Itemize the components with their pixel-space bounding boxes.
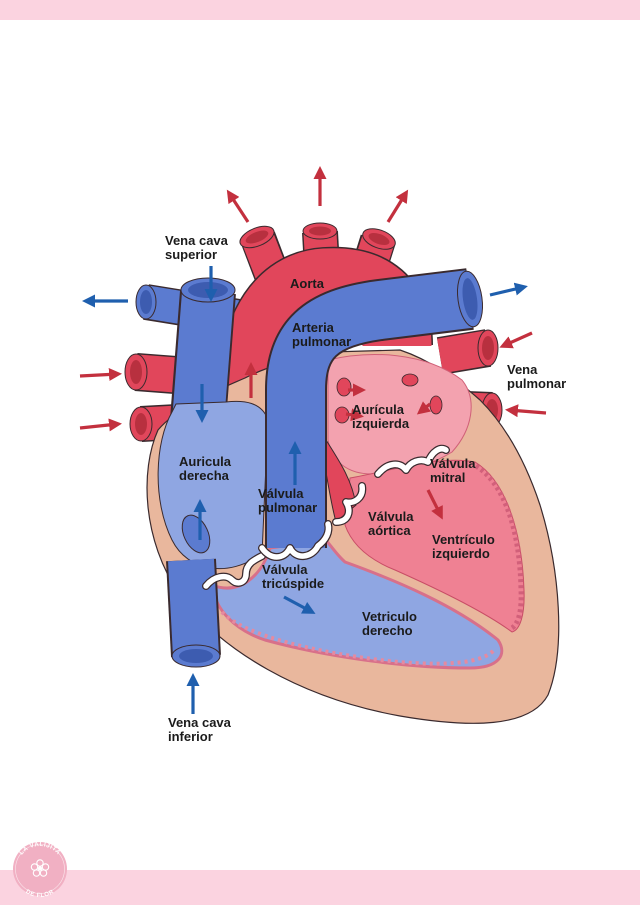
right-atrium [157, 400, 269, 570]
vena-cava-superior-lumen [188, 282, 228, 298]
brand-logo: LA VALIJITA DE FLOR [13, 842, 67, 899]
arrow-left-pulmonary-vein-1 [79, 367, 122, 381]
coronary-sinus-opening [181, 514, 211, 554]
label-arteria-pulmonar: Arteria pulmonar [292, 320, 351, 349]
mitral-valve [374, 444, 450, 478]
label-valvula-mitral: Válvula mitral [430, 456, 479, 485]
heart-diagram: Vena cava superior Aorta Arteria pulmona… [79, 166, 566, 744]
aortic-valve [332, 482, 367, 526]
label-vena-cava-superior: Vena cava superior [165, 233, 232, 262]
label-ventriculo-izquierdo: Ventrículo izquierdo [432, 532, 498, 561]
label-valvula-tricuspide: Válvula tricúspide [262, 562, 324, 591]
label-vena-cava-inferior: Vena cava inferior [168, 715, 235, 744]
arrow-left-atrium-3 [416, 401, 432, 415]
logo-text-bottom: DE FLOR [25, 889, 56, 899]
vena-cava-inferior [166, 558, 221, 668]
right-ventricle-trabeculae [220, 610, 496, 666]
arrow-left-atrium-2 [345, 408, 364, 422]
flower-icon [30, 859, 50, 877]
label-ventriculo-derecho: Vetriculo derecho [362, 609, 421, 638]
left-ventricle-trabeculae [474, 463, 524, 631]
pulmonary-artery [265, 268, 484, 548]
arrow-right-pulmonary-vein-2 [505, 404, 547, 418]
arrow-aorta-right-branch [386, 189, 409, 223]
arrow-right-ventricle [283, 595, 316, 614]
pulmonary-valve [258, 520, 333, 561]
pulmonary-vein-openings [334, 373, 443, 424]
vena-cava-superior [170, 289, 236, 425]
bottom-band [0, 870, 640, 905]
top-band [0, 0, 640, 20]
arrow-pulmonary-right [489, 282, 528, 297]
label-vena-pulmonar: Vena pulmonar [507, 362, 566, 391]
arrow-aorta-left-branch [226, 189, 250, 223]
label-valvula-pulmonar: Válvula pulmonar [258, 486, 317, 515]
label-auricula-derecha: Auricula derecha [179, 454, 235, 483]
arrow-left-pulmonary-vein-2 [79, 418, 122, 432]
label-valvula-aortica: Válvula aórtica [368, 509, 417, 538]
arrow-right-pulmonary-vein-1 [499, 331, 533, 349]
left-ventricle [344, 459, 525, 633]
tricuspid-valve [202, 552, 266, 590]
arrow-mitral-down [426, 489, 443, 520]
label-auricula-izquierda: Aurícula izquierda [352, 402, 410, 431]
label-aorta: Aorta [290, 276, 325, 291]
